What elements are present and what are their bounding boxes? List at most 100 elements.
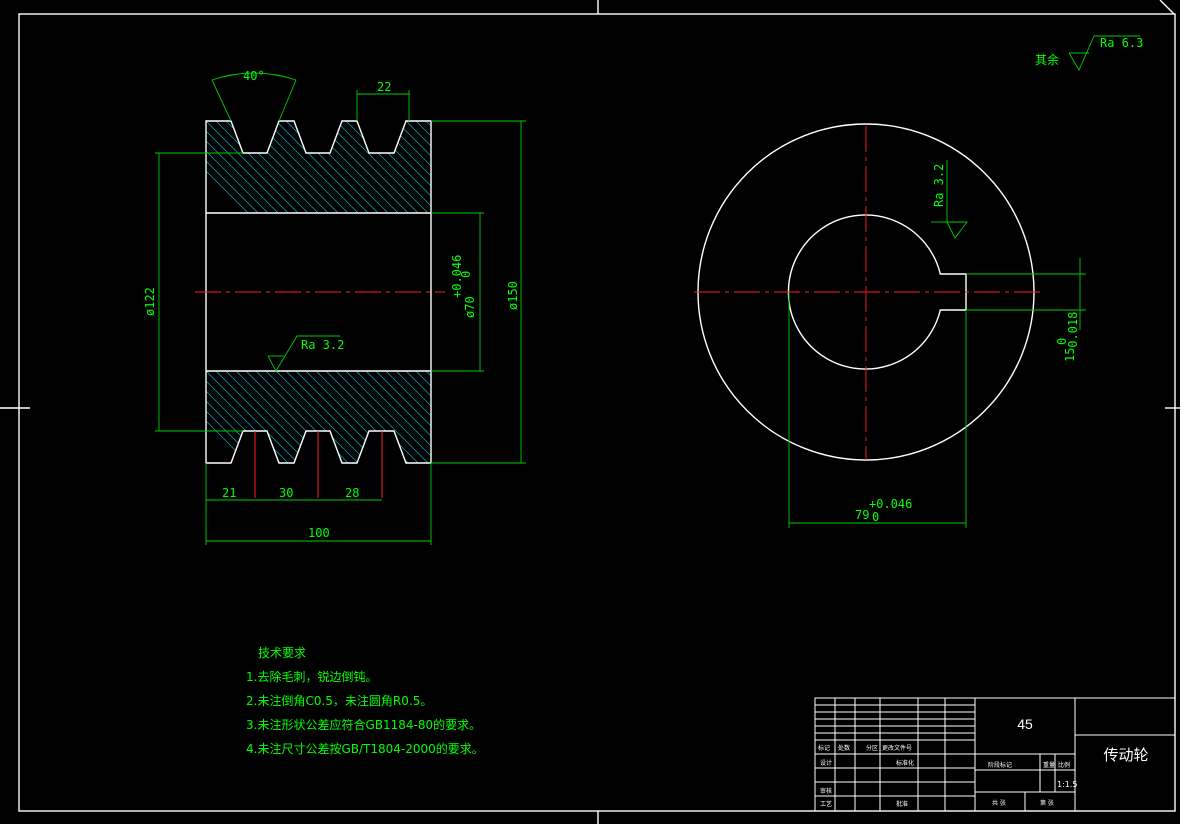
hatch-line <box>259 371 366 463</box>
dim-groove-angle: 40° <box>243 69 265 83</box>
hatch-line <box>389 371 431 463</box>
title-block-material: 45 <box>1017 716 1033 732</box>
hatch-line <box>219 121 326 213</box>
hatch-line <box>359 371 431 463</box>
hatch-line <box>206 371 296 463</box>
dim-100: 100 <box>308 526 330 540</box>
dim-28: 28 <box>345 486 359 500</box>
hatch-line <box>269 121 376 213</box>
tech-note-1: 1.去除毛刺，锐边倒钝。 <box>246 670 378 684</box>
hatch-line <box>269 371 376 463</box>
hatch-line <box>209 121 316 213</box>
hatch-line <box>409 371 431 463</box>
hatch-line <box>206 121 266 213</box>
hatch-line <box>429 371 431 463</box>
tb-label-stage: 阶段标记 <box>988 762 1013 769</box>
hatch-line <box>206 121 276 213</box>
section-view: 40° 22 ø122 ø150 ø70 +0.046 0 Ra 3.2 21 … <box>143 69 575 545</box>
title-block-part-name: 传动轮 <box>1103 746 1149 764</box>
hatch-line <box>229 121 336 213</box>
hatch-line <box>409 121 431 213</box>
hatch-line <box>206 371 256 463</box>
tech-note-3: 3.未注形状公差应符合GB1184-80的要求。 <box>246 718 482 732</box>
general-roughness-mark: 其余 Ra 6.3 <box>1035 35 1143 71</box>
hatch-line <box>470 115 575 220</box>
hatch-line <box>279 121 386 213</box>
dim-keyway-depth-tol-lower: 0 <box>872 510 879 524</box>
hatch-line <box>389 121 431 213</box>
dim-30: 30 <box>279 486 293 500</box>
dim-bore-dia: ø70 <box>463 296 477 318</box>
hatch-line <box>239 121 346 213</box>
tech-notes-title: 技术要求 <box>258 646 307 660</box>
hatch-line <box>319 371 426 463</box>
hatch-line <box>229 371 336 463</box>
roughness-general-label: 其余 <box>1035 52 1059 67</box>
tb-label-zone: 分区 <box>866 745 879 752</box>
hatch-line <box>206 371 306 463</box>
hatch-line <box>206 121 256 213</box>
end-view: Ra 3.2 79 +0.046 0 15 0 -0.018 <box>694 123 1086 528</box>
tech-note-4: 4.未注尺寸公差按GB/T1804-2000的要求。 <box>246 742 484 756</box>
tb-label-process: 工艺 <box>820 801 833 808</box>
tb-label-change-doc: 更改文件号 <box>882 745 913 752</box>
hatch-line <box>419 371 431 463</box>
dim-keyway-width-tol-upper: 0 <box>1055 338 1069 345</box>
hatch-line <box>209 371 316 463</box>
hatch-line <box>249 121 356 213</box>
roughness-keyway: Ra 3.2 <box>932 164 946 207</box>
hatch-line <box>309 371 416 463</box>
hatch-line <box>329 121 431 213</box>
tb-label-design: 设计 <box>820 760 833 767</box>
hatch-line <box>460 115 565 220</box>
hatch-line <box>440 115 545 220</box>
roughness-bore: Ra 3.2 <box>301 338 344 352</box>
hatch-line <box>206 121 296 213</box>
dim-bore-tol-lower: 0 <box>459 271 473 278</box>
hatch-line <box>379 121 431 213</box>
hatch-line <box>206 371 286 463</box>
tb-label-sheet-no: 第 张 <box>1040 800 1054 807</box>
tech-notes: 技术要求 1.去除毛刺，锐边倒钝。 2.未注倒角C0.5，未注圆角R0.5。 3… <box>246 644 484 764</box>
hatch-line <box>379 371 431 463</box>
hatch-line <box>339 371 431 463</box>
hatch-line <box>259 121 366 213</box>
hatch-line <box>319 121 426 213</box>
tb-label-review: 审核 <box>820 788 833 795</box>
dim-keyway-depth-tol-upper: +0.046 <box>869 497 912 511</box>
tb-label-total-sheets: 共 张 <box>992 800 1006 807</box>
hatch-line <box>309 121 416 213</box>
hatch-line <box>329 371 431 463</box>
hatch-line <box>206 371 266 463</box>
dim-bore-tol-upper: +0.046 <box>450 255 464 298</box>
hatch-line <box>369 371 431 463</box>
tb-label-count: 处数 <box>838 745 851 752</box>
dim-keyway-depth: 79 <box>855 508 869 522</box>
tb-label-scale: 比例 <box>1058 762 1071 769</box>
hatch-line <box>206 371 276 463</box>
title-block <box>814 697 1176 812</box>
hatch-line <box>419 121 431 213</box>
hatch-line <box>219 371 326 463</box>
tb-scale-value: 1:1.5 <box>1057 780 1078 789</box>
dim-groove-width: 22 <box>377 80 391 94</box>
hatch-line <box>349 371 431 463</box>
tb-label-approve: 批准 <box>896 801 909 808</box>
dim-dia-150: ø150 <box>506 281 520 310</box>
roughness-general-value: Ra 6.3 <box>1100 36 1143 50</box>
hatch-line <box>399 371 431 463</box>
hatch-line <box>299 121 406 213</box>
tb-label-standard: 标准化 <box>896 760 915 767</box>
hatch-line <box>450 365 555 470</box>
hatch-top <box>206 115 575 220</box>
tb-label-mark: 标记 <box>818 745 831 752</box>
hatch-line <box>359 121 431 213</box>
dim-keyway-width-tol-lower: -0.018 <box>1066 312 1080 355</box>
hatch-line <box>429 121 431 213</box>
hatch-line <box>339 121 431 213</box>
hatch-line <box>206 121 286 213</box>
hatch-line <box>239 371 346 463</box>
dim-dia-122: ø122 <box>143 287 157 316</box>
